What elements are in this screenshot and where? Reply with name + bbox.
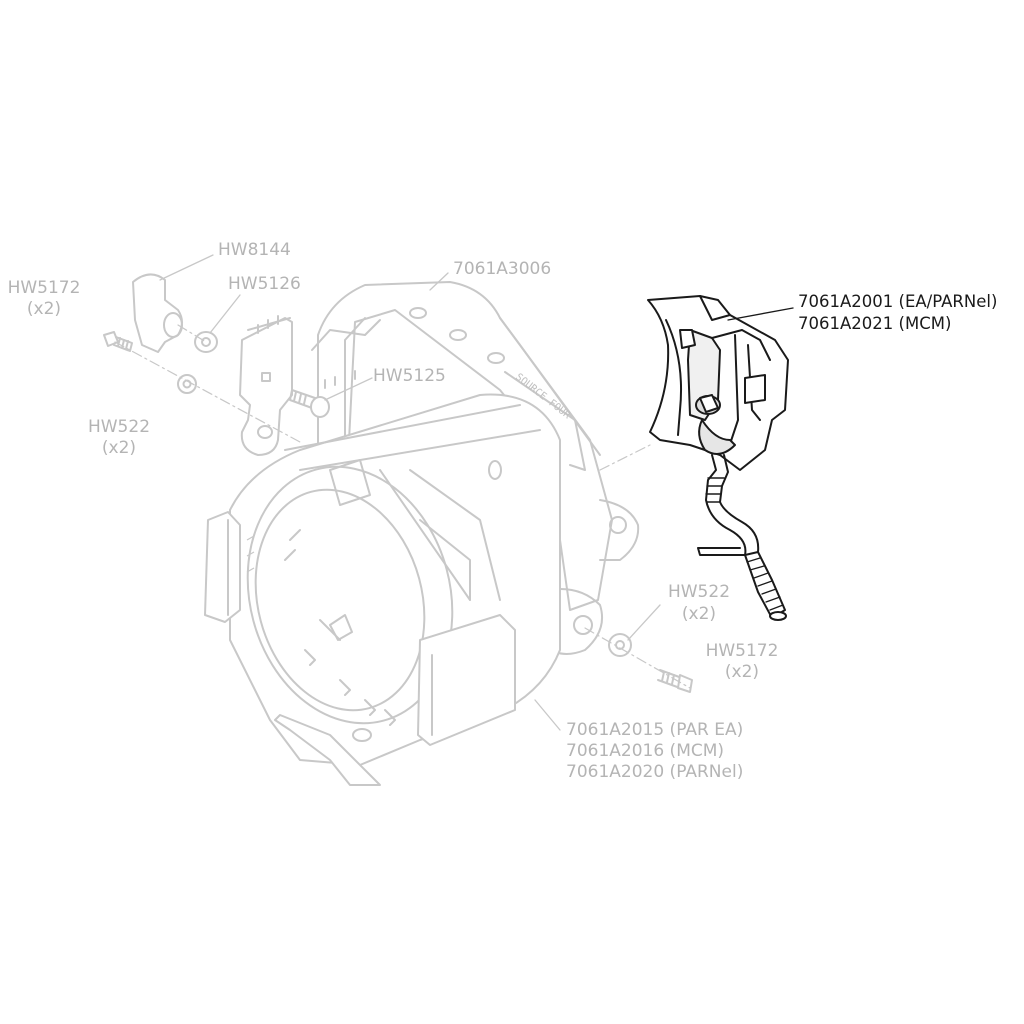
screw-HW5125: [289, 389, 330, 418]
label-hw522-right: HW522: [667, 582, 731, 602]
label-hw5125: HW5125: [373, 366, 446, 386]
label-yoke: 7061A3006: [453, 259, 552, 279]
label-hw5172-right: HW5172: [705, 641, 779, 661]
screw-HW5172-left: [103, 331, 133, 352]
label-hw522-right-qty: (x2): [681, 604, 717, 624]
faded-assembly: [103, 254, 693, 786]
label-hw522-left: HW522: [87, 417, 151, 437]
label-hw5126: HW5126: [228, 274, 301, 294]
knob-HW8144: [132, 273, 183, 353]
label-hw5172-left-qty: (x2): [26, 299, 62, 319]
label-highlight-1: 7061A2001 (EA/PARNel): [798, 292, 998, 311]
shade-ticks: [246, 535, 255, 573]
label-hw8144: HW8144: [218, 240, 291, 260]
bracket-plate: [239, 315, 293, 456]
label-hw522-left-qty: (x2): [101, 438, 137, 458]
label-hw5172-left: HW5172: [7, 278, 81, 298]
label-hw5172-right-qty: (x2): [724, 662, 760, 682]
label-body-3: 7061A2020 (PARNel): [566, 762, 744, 782]
label-body-1: 7061A2015 (PAR EA): [566, 720, 744, 740]
label-highlight-2: 7061A2021 (MCM): [798, 314, 952, 333]
body-7061A2015: [204, 393, 561, 786]
label-body-2: 7061A2016 (MCM): [566, 741, 725, 761]
washer-HW522-right: [608, 633, 632, 657]
highlighted-part-7061A2001: [647, 295, 794, 621]
screw-HW5172-right: [657, 669, 693, 693]
washer-HW5126: [194, 331, 218, 353]
